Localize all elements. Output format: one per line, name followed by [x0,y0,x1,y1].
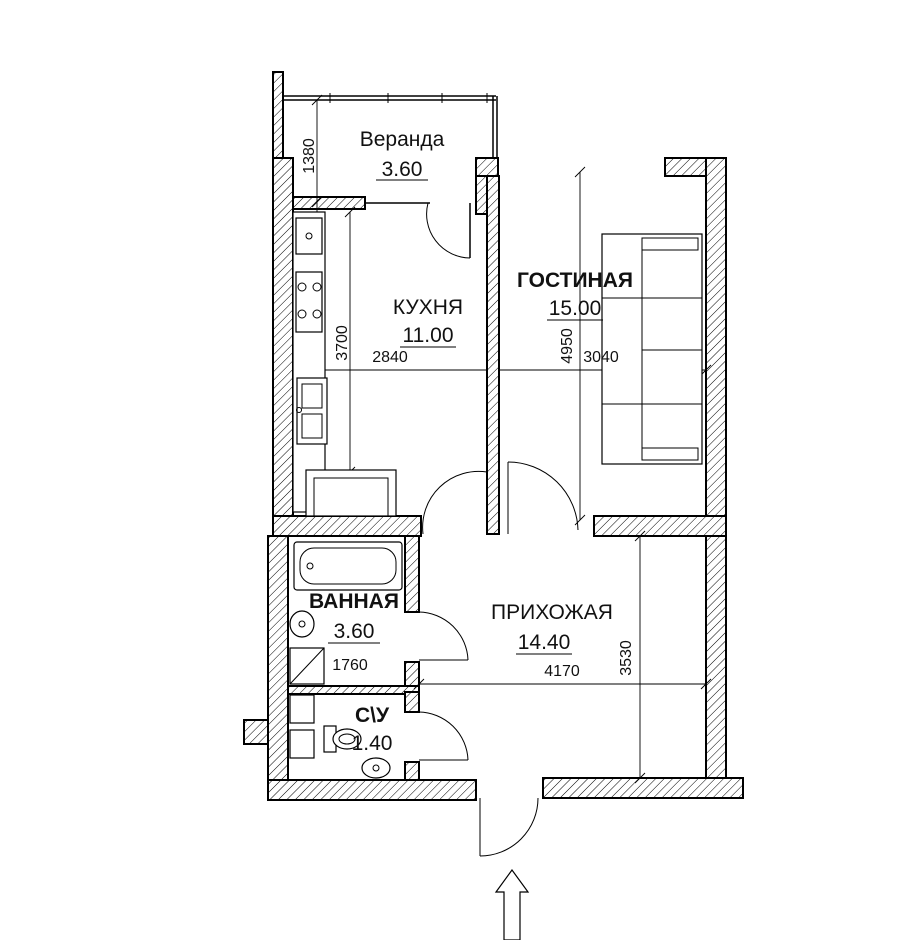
stove [295,271,323,333]
bathtub [293,541,403,591]
room-area-veranda: 3.60 [382,158,423,181]
toilet [332,728,362,750]
dim-hall-length: 3530 [618,640,635,676]
wall-left-bump [243,719,269,745]
entrance-arrow-icon [494,868,530,940]
wall-bath-wc [287,685,420,695]
living-sofa [601,233,703,465]
dim-kitchen-length: 3700 [334,325,351,361]
wall-hall-right [705,535,727,779]
burner-icon [297,282,307,292]
dim-kitchen-width: 2840 [372,349,408,366]
bathroom-fixtures [289,541,403,685]
wall-bath-right-top [404,535,420,613]
room-name-bathroom: ВАННАЯ [309,590,399,613]
wall-living-right [705,157,727,537]
room-name-living: ГОСТИНАЯ [517,269,633,292]
dim-veranda-depth: 1380 [301,138,318,174]
fridge [295,217,323,255]
room-area-bathroom: 3.60 [334,620,375,643]
burner-icon [297,309,307,319]
doors [418,461,579,857]
wall-wc-right-top [404,691,420,713]
wall-left-kitchen [272,157,294,521]
wall-living-bottom [593,515,727,537]
room-name-hallway: ПРИХОЖАЯ [491,601,613,624]
dimension-labels: 1380 3700 2840 4950 3040 1760 4170 3530 [301,138,635,680]
room-area-wc: 1.40 [352,732,393,755]
dimension-lines [288,94,712,784]
room-area-hallway: 14.40 [518,631,571,654]
wall-veranda-post [272,71,284,159]
wall-kitchen-bottom [272,515,422,537]
wall-left-lower [267,535,289,781]
kitchen-counter [292,211,326,513]
wall-wc-right-bottom [404,761,420,781]
room-name-kitchen: КУХНЯ [393,296,463,319]
bathroom-sink [289,610,315,638]
kitchen-table [305,469,397,517]
wall-bottom-right [542,777,744,799]
dim-living-length: 4950 [559,328,576,364]
room-name-wc: С\У [355,704,390,727]
fridge-handle-icon [305,232,313,240]
wc-sink [361,757,391,779]
wall-living-top-left [475,157,499,177]
dim-bath-width: 1760 [332,657,368,674]
burner-icon [312,309,322,319]
wall-kitchen-living [486,175,500,535]
walls [243,71,744,801]
burner-icon [312,282,322,292]
wall-bottom-left [267,779,477,801]
veranda [283,93,498,259]
wc-fixtures [289,694,391,779]
room-area-living: 15.00 [549,297,602,320]
room-area-kitchen: 11.00 [403,324,454,347]
room-labels: Веранда 3.60 КУХНЯ 11.00 ГОСТИНАЯ 15.00 … [309,128,633,755]
dim-living-width: 3040 [583,349,619,366]
room-name-veranda: Веранда [360,128,445,151]
dim-hall-width: 4170 [544,663,580,680]
kitchen-furniture [292,211,397,517]
